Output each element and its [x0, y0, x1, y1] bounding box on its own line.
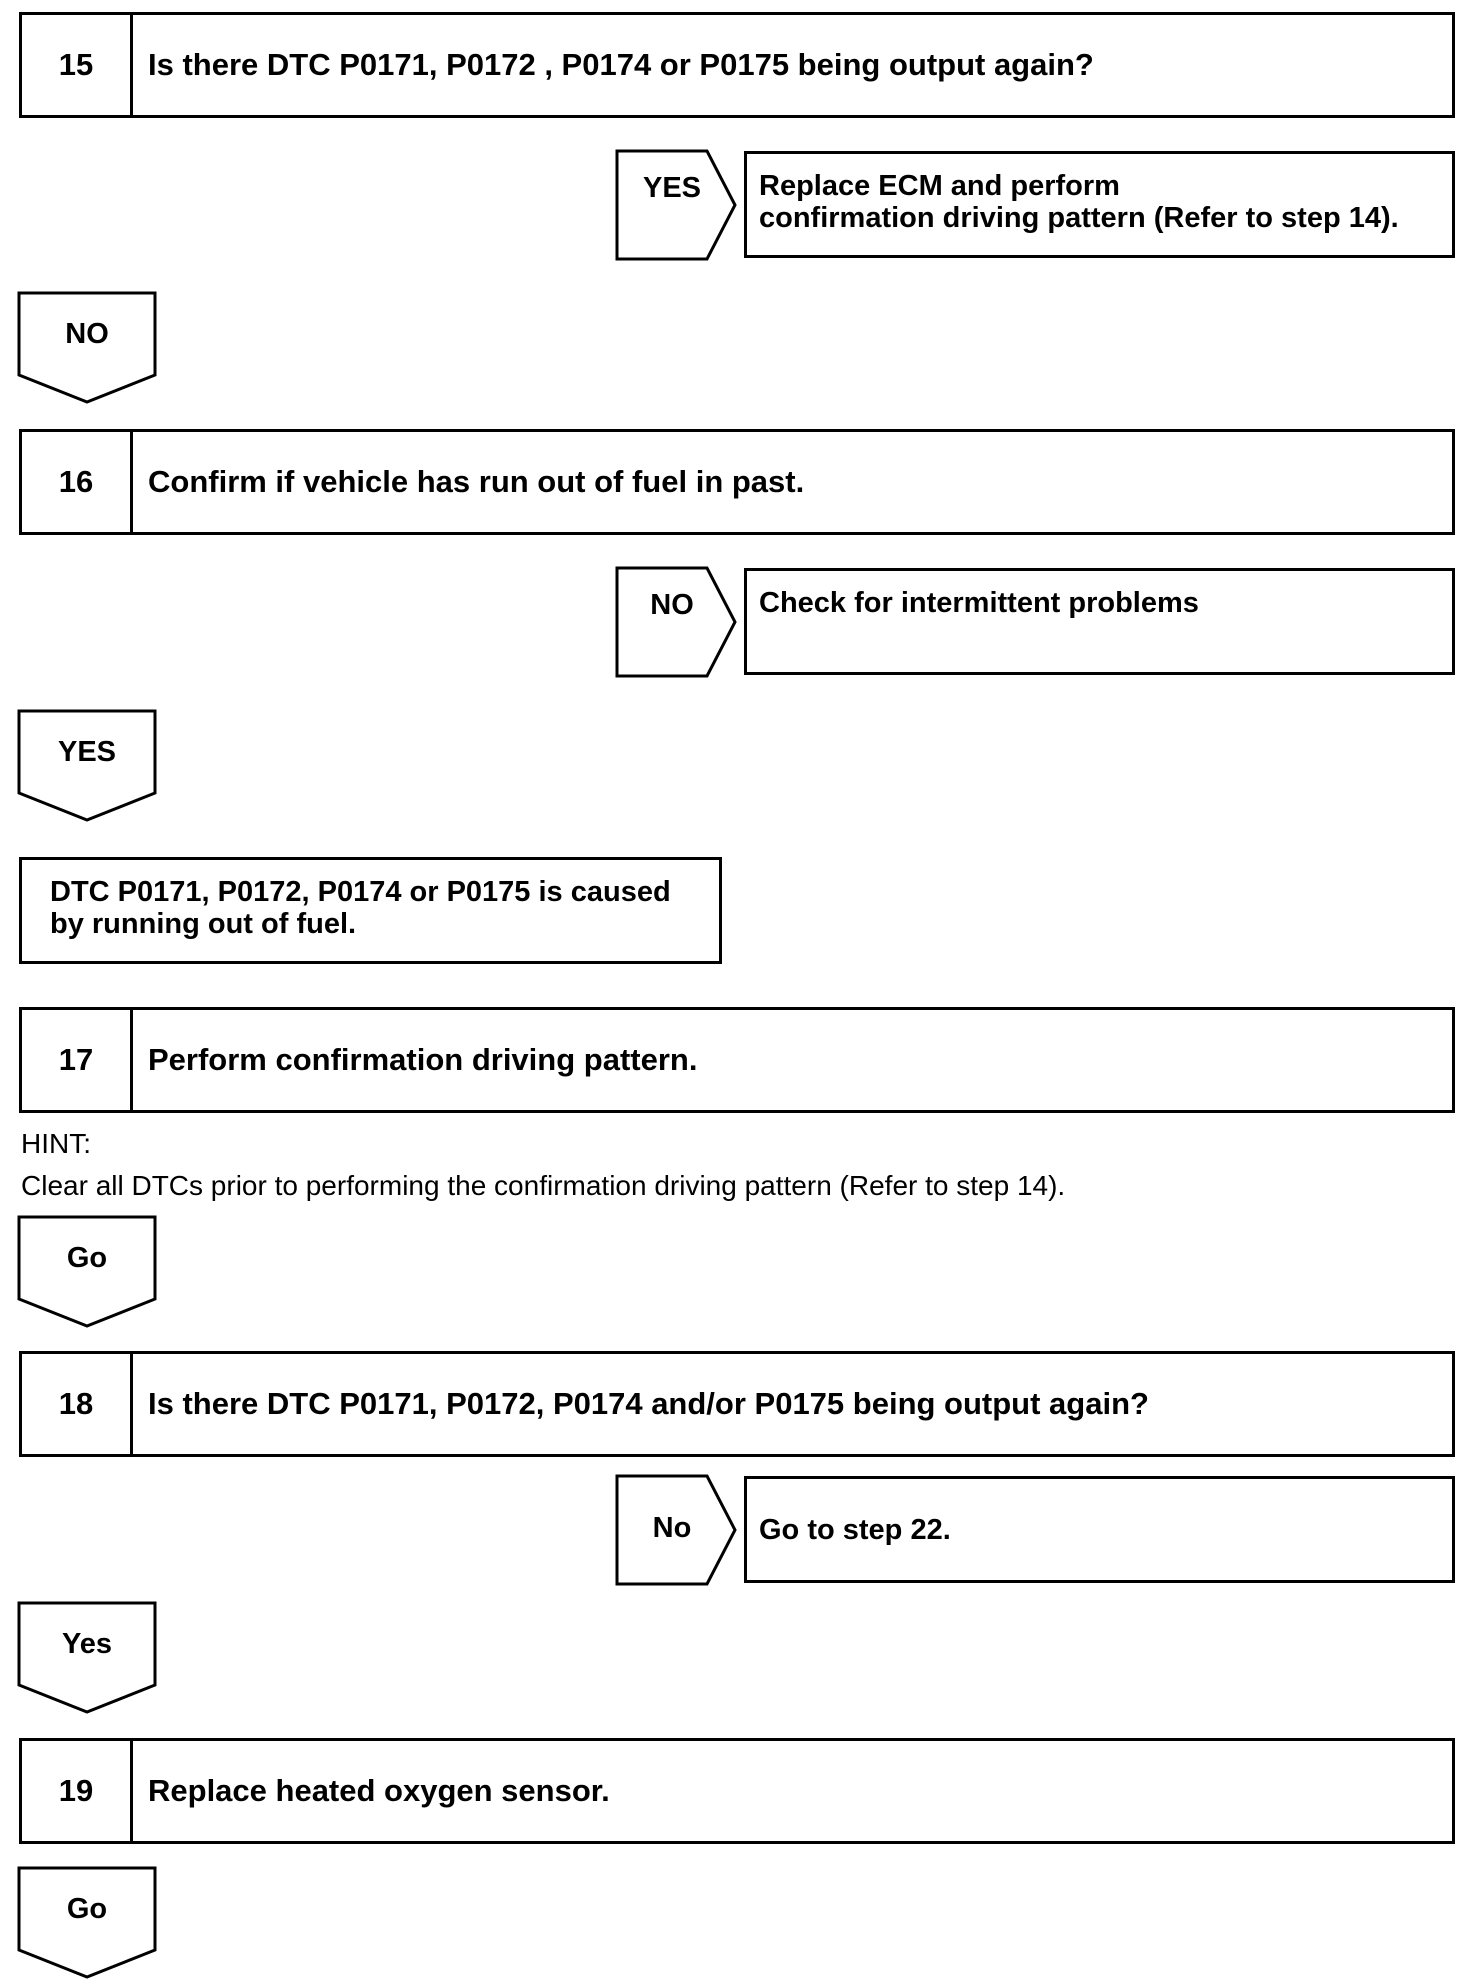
step-number: 15: [22, 15, 133, 115]
branch-result-line: confirmation driving pattern (Refer to s…: [759, 202, 1399, 234]
flow-label: NO: [65, 318, 109, 350]
step-number: 16: [22, 432, 133, 532]
step-16-box: 16 Confirm if vehicle has run out of fue…: [19, 429, 1455, 535]
hint-label: HINT:: [21, 1128, 91, 1159]
branch-arrow-label: YES: [642, 172, 702, 204]
step-number: 18: [22, 1354, 133, 1454]
step-15-box: 15 Is there DTC P0171, P0172 , P0174 or …: [19, 12, 1455, 118]
conclusion-box: DTC P0171, P0172, P0174 or P0175 is caus…: [19, 857, 722, 964]
step-19-box: 19 Replace heated oxygen sensor.: [19, 1738, 1455, 1844]
conclusion-line: DTC P0171, P0172, P0174 or P0175 is caus…: [50, 876, 671, 908]
down-arrow-go-2: [17, 1866, 157, 1979]
branch-result-line: Replace ECM and perform: [759, 170, 1120, 202]
down-arrow-yes-2: [17, 1601, 157, 1714]
flow-label: Yes: [62, 1628, 112, 1660]
branch-result-line: Go to step 22.: [759, 1514, 951, 1546]
flow-label: Go: [66, 1242, 108, 1274]
branch-result-box: Check for intermittent problems: [744, 568, 1455, 675]
step-question: Perform confirmation driving pattern.: [148, 1042, 698, 1077]
hint-text: Clear all DTCs prior to performing the c…: [21, 1170, 1066, 1201]
conclusion-line: by running out of fuel.: [50, 908, 357, 940]
down-arrow-go: [17, 1215, 157, 1328]
flow-label: YES: [57, 736, 117, 768]
branch-result-box: Replace ECM and perform confirmation dri…: [744, 151, 1455, 258]
step-number: 17: [22, 1010, 133, 1110]
branch-result-box: Go to step 22.: [744, 1476, 1455, 1583]
flow-label: Go: [66, 1893, 108, 1925]
down-arrow-no: [17, 291, 157, 404]
step-number: 19: [22, 1741, 133, 1841]
branch-arrow-no: [615, 566, 737, 678]
branch-arrow-label: NO: [650, 589, 694, 621]
step-question: Is there DTC P0171, P0172, P0174 and/or …: [148, 1386, 1149, 1421]
branch-arrow-yes: [615, 149, 737, 261]
step-question: Confirm if vehicle has run out of fuel i…: [148, 464, 805, 499]
down-arrow-yes: [17, 709, 157, 822]
branch-arrow-label: No: [652, 1512, 692, 1544]
step-18-box: 18 Is there DTC P0171, P0172, P0174 and/…: [19, 1351, 1455, 1457]
step-question: Is there DTC P0171, P0172 , P0174 or P01…: [148, 47, 1094, 82]
branch-result-line: Check for intermittent problems: [759, 587, 1199, 619]
step-question: Replace heated oxygen sensor.: [148, 1773, 610, 1808]
branch-arrow-no-2: [615, 1474, 737, 1586]
step-17-box: 17 Perform confirmation driving pattern.: [19, 1007, 1455, 1113]
